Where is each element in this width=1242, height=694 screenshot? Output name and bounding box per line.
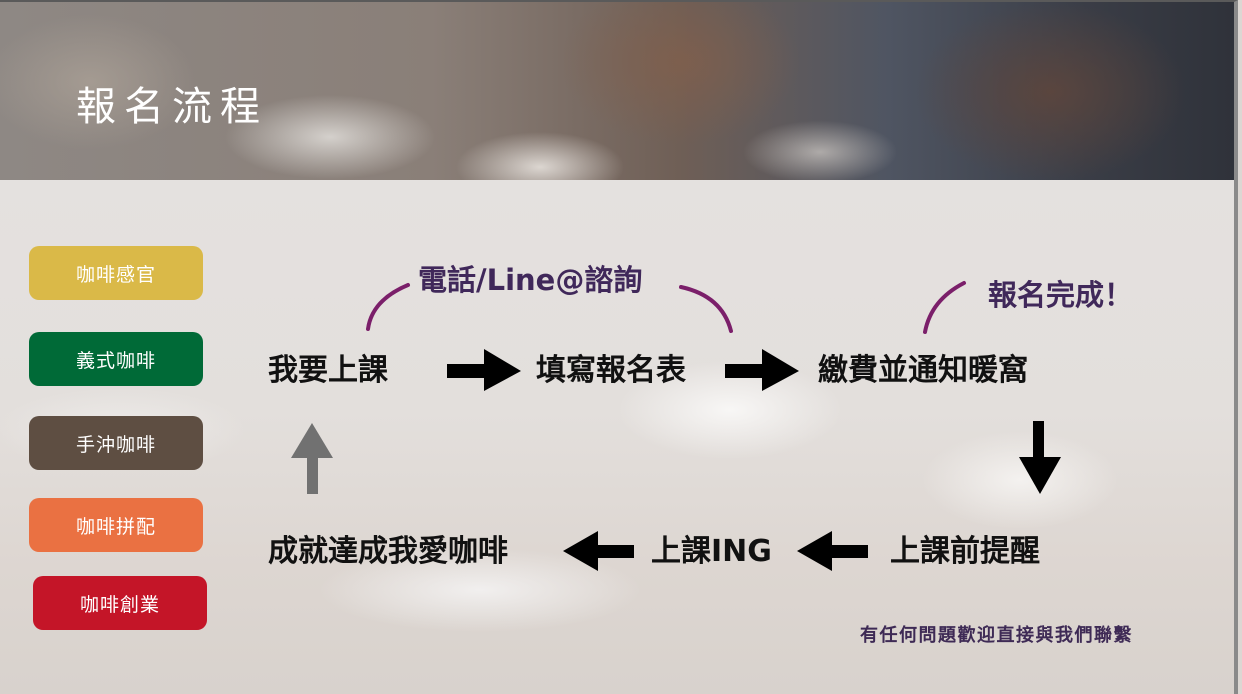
sidebar-item-coffee-sensory[interactable]: 咖啡感官 bbox=[29, 246, 203, 300]
flow-step-achievement: 成就達成我愛咖啡 bbox=[268, 534, 508, 569]
contact-us-note: 有任何問題歡迎直接與我們聯繫 bbox=[860, 625, 1133, 646]
flow-step-fill-form: 填寫報名表 bbox=[536, 353, 686, 388]
flow-note-consult: 電話/Line@諮詢 bbox=[418, 263, 643, 297]
flow-step-pay-and-notify: 繳費並通知暖窩 bbox=[818, 353, 1028, 388]
sidebar-item-espresso[interactable]: 義式咖啡 bbox=[29, 332, 203, 386]
flow-step-pre-class-reminder: 上課前提醒 bbox=[890, 534, 1040, 569]
flow-step-want-class: 我要上課 bbox=[268, 353, 388, 388]
sidebar-item-pour-over[interactable]: 手沖咖啡 bbox=[29, 416, 203, 470]
sidebar-item-label: 咖啡拼配 bbox=[75, 515, 156, 538]
sidebar-item-label: 咖啡感官 bbox=[75, 263, 156, 286]
sidebar-item-label: 咖啡創業 bbox=[79, 593, 160, 616]
sidebar-item-label: 手沖咖啡 bbox=[75, 433, 156, 456]
flow-note-registration-complete: 報名完成！ bbox=[988, 278, 1134, 312]
sidebar-item-coffee-startup[interactable]: 咖啡創業 bbox=[33, 576, 207, 630]
hero-banner-photo bbox=[0, 2, 1234, 180]
sidebar-item-label: 義式咖啡 bbox=[75, 349, 156, 372]
page-title: 報名流程 bbox=[76, 84, 268, 130]
flow-step-in-class: 上課ING bbox=[651, 534, 772, 569]
sidebar-item-coffee-blending[interactable]: 咖啡拼配 bbox=[29, 498, 203, 552]
